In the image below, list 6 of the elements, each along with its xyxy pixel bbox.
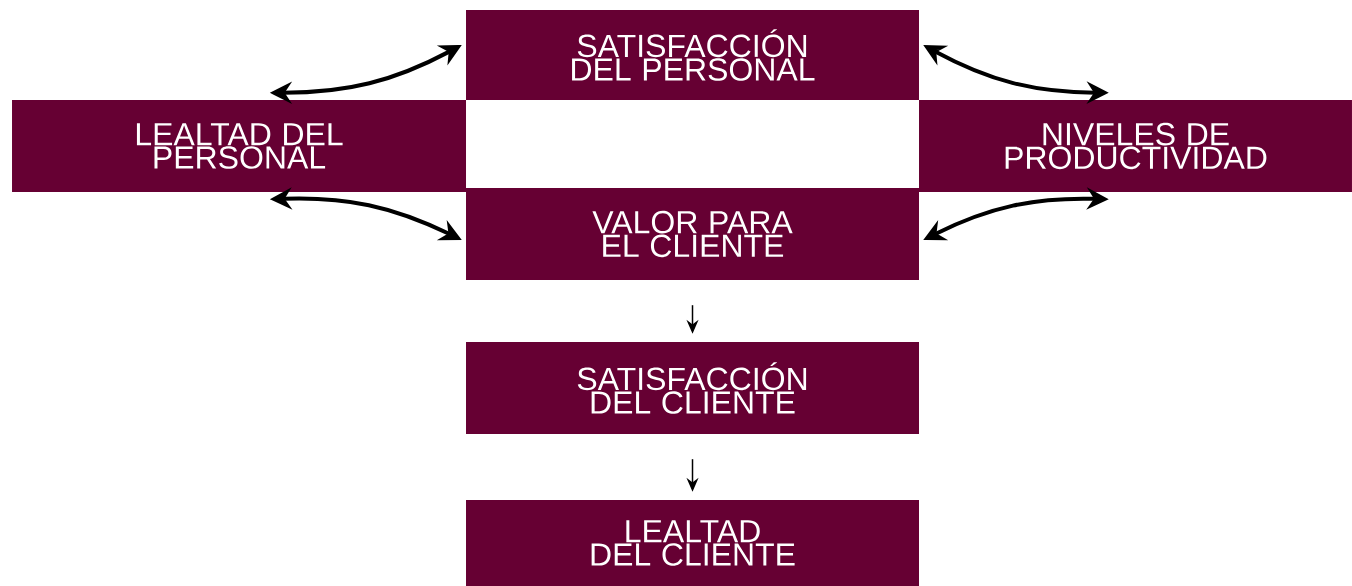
process-box: LEALTAD DEL PERSONAL (12, 100, 466, 192)
process-box: SATISFACCIÓN DEL PERSONAL (466, 10, 919, 100)
process-box: NIVELES DE PRODUCTIVIDAD (919, 100, 1352, 192)
process-box: VALOR PARA EL CLIENTE (466, 188, 919, 280)
process-box: SATISFACCIÓN DEL CLIENTE (466, 342, 919, 434)
process-box: LEALTAD DEL CLIENTE (466, 500, 919, 586)
